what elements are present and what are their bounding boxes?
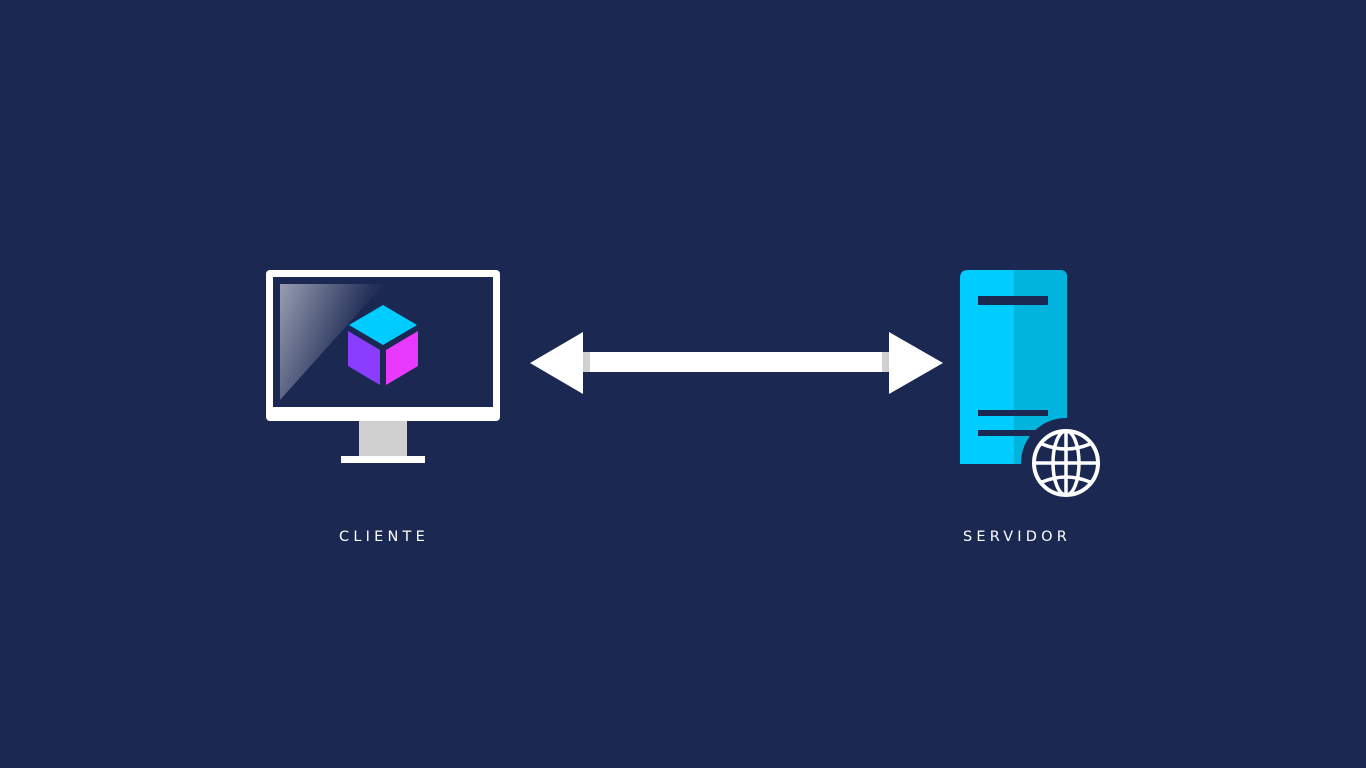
server-icon xyxy=(960,270,1106,502)
bidirectional-arrow-icon xyxy=(530,332,943,394)
cube-icon xyxy=(348,305,418,385)
client-label: CLIENTE xyxy=(339,529,429,545)
monitor-icon xyxy=(266,270,500,463)
globe-icon xyxy=(1021,418,1106,502)
server-label: SERVIDOR xyxy=(962,529,1072,545)
